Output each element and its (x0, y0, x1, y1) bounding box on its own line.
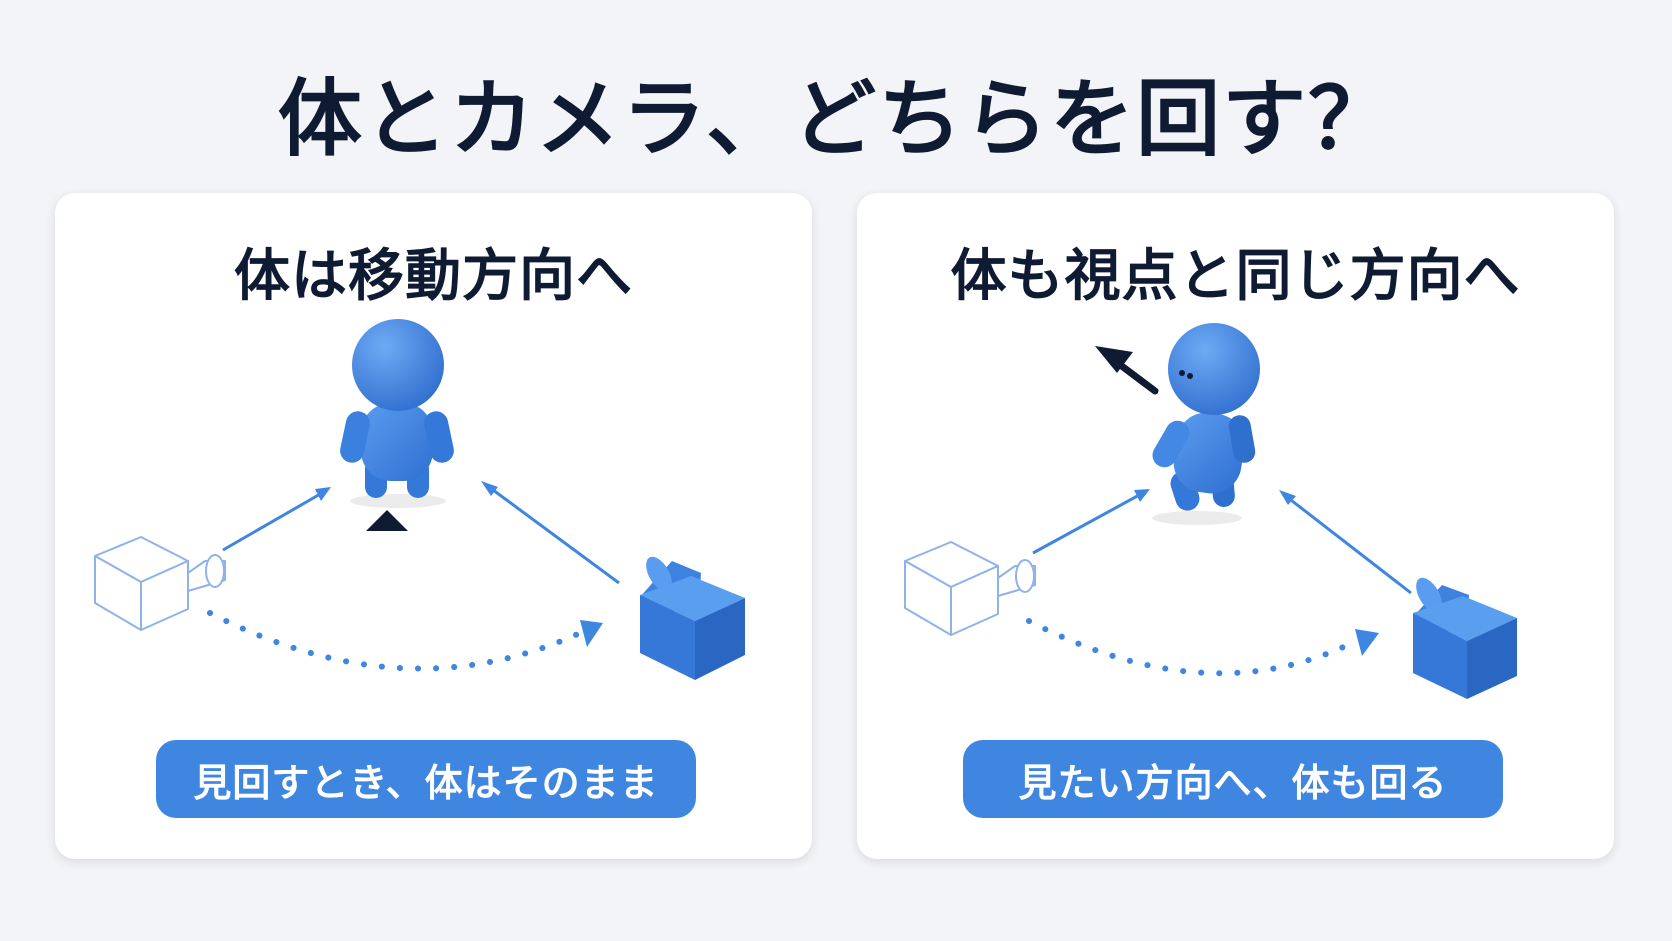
panel-heading: 体も視点と同じ方向へ (950, 244, 1521, 309)
character-front-icon (340, 319, 454, 498)
caption-badge: 見たい方向へ、体も回る (963, 740, 1503, 818)
dotted-orbit-arrow-icon (1026, 618, 1379, 677)
scene-body-follows-movement (94, 319, 745, 680)
camera-solid-icon (1413, 577, 1517, 699)
panel-body-follows-view: 体も視点と同じ方向へ 見たい方向へ、体も回る (857, 193, 1614, 859)
page-title: 体とカメラ、どちらを回す？ (277, 70, 1395, 168)
facing-marker-triangle-icon (366, 510, 408, 531)
scene-body-follows-view (904, 323, 1517, 699)
view-direction-arrow-icon (1095, 346, 1159, 395)
caption-badge: 見回すとき、体はそのまま (156, 740, 696, 818)
dotted-orbit-arrow-icon (207, 610, 603, 672)
panel-body-follows-movement: 体は移動方向へ 見回すとき、体はそのまま (55, 193, 812, 859)
character-turned-icon (1152, 323, 1260, 511)
camera-outline-icon (94, 536, 226, 631)
camera-outline-icon (904, 541, 1036, 636)
camera-to-character-arrow-icon (1032, 489, 1412, 595)
camera-solid-icon (640, 556, 745, 680)
camera-to-character-arrow-icon (222, 481, 620, 585)
panel-heading: 体は移動方向へ (234, 244, 633, 309)
